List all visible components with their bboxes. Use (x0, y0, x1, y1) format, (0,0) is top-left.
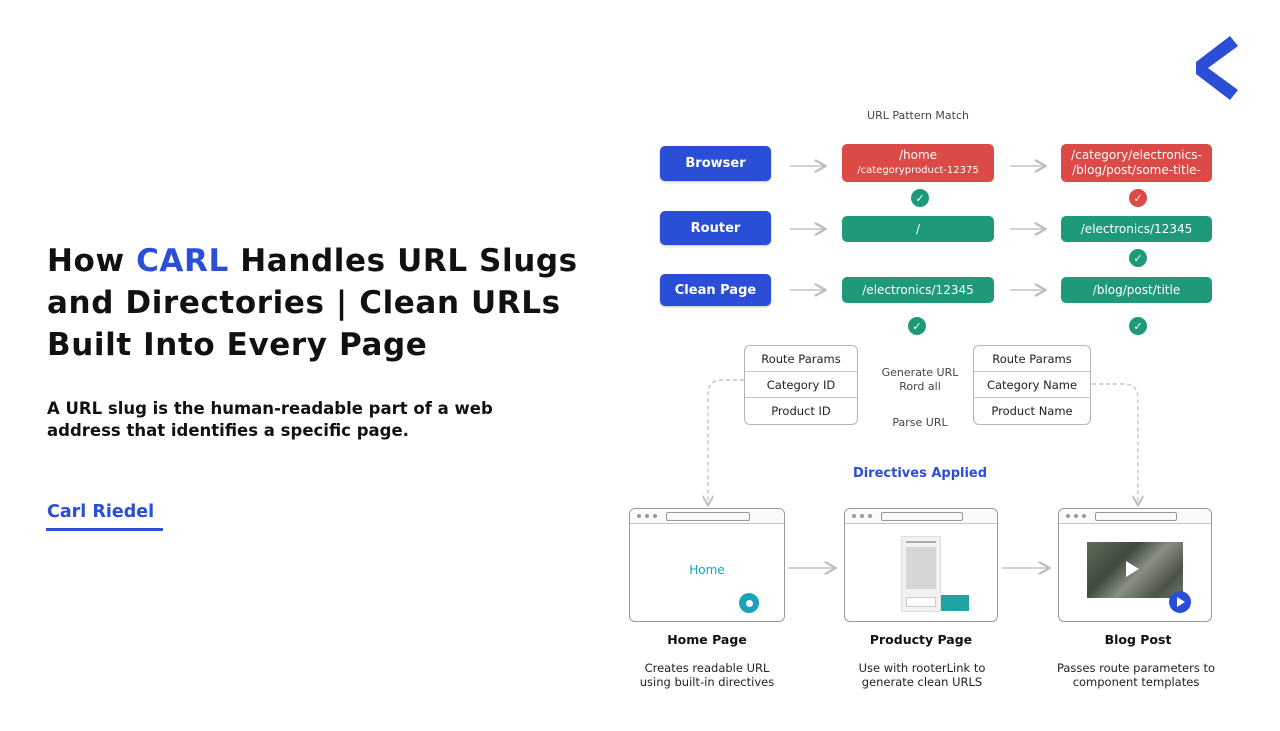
subtitle: A URL slug is the human-readable part of… (47, 399, 493, 440)
browser-node: Browser (660, 146, 771, 181)
page-title: How CARL Handles URL Slugs and Directori… (47, 243, 578, 363)
clean-page-node: Clean Page (660, 274, 771, 306)
record-icon (739, 593, 759, 613)
router-node: Router (660, 211, 771, 245)
table-row: Route Params (974, 346, 1090, 372)
home-page-title: Home Page (667, 632, 747, 647)
logo-chevron-icon (1196, 36, 1238, 100)
play-icon (1126, 561, 1139, 577)
cross-check-icon: ✓ (1129, 189, 1147, 207)
product-page-desc: Use with rooterLink to generate clean UR… (858, 661, 986, 689)
pattern-label: URL Pattern Match (867, 109, 969, 122)
product-preview (901, 536, 941, 612)
brand-name: CARL (136, 243, 229, 279)
play-button-icon (1169, 591, 1191, 613)
blog-post-title: Blog Post (1104, 632, 1172, 647)
home-page-window: Home (629, 508, 785, 622)
browser-right-node: /category/electronics- /blog/post/some-t… (1061, 144, 1212, 182)
table-row: Product ID (771, 403, 831, 418)
table-row: Product Name (991, 403, 1073, 418)
left-params-table: Route Params Category ID Product ID (744, 345, 858, 425)
blog-post-window (1058, 508, 1212, 622)
table-row: Category Name (974, 372, 1090, 398)
table-row: Route Params (745, 346, 857, 372)
check-icon: ✓ (911, 189, 929, 207)
directives-label: Directives Applied (852, 466, 988, 481)
product-action-block (941, 595, 969, 611)
home-page-desc: Creates readable URL using built-in dire… (639, 661, 775, 689)
router-right-node: /electronics/12345 (1061, 216, 1212, 242)
home-window-text: Home (689, 563, 725, 577)
router-middle-node: / (842, 216, 994, 242)
check-icon: ✓ (1129, 249, 1147, 267)
clean-page-right-node: /blog/post/title (1061, 277, 1212, 303)
table-row: Category ID (745, 372, 857, 398)
product-page-window (844, 508, 998, 622)
blog-post-desc: Passes route parameters to component tem… (1056, 661, 1216, 689)
author-underline (46, 528, 163, 531)
generate-url-label: Generate URL Rord all (881, 366, 959, 393)
check-icon: ✓ (908, 317, 926, 335)
clean-page-middle-node: /electronics/12345 (842, 277, 994, 303)
video-thumbnail (1087, 542, 1183, 598)
connector-arrows (600, 100, 1240, 640)
check-icon: ✓ (1129, 317, 1147, 335)
browser-middle-node: /home /categoryproduct-12375 (842, 144, 994, 182)
right-params-table: Route Params Category Name Product Name (973, 345, 1091, 425)
author-link[interactable]: Carl Riedel (47, 502, 155, 522)
parse-url-label: Parse URL (892, 416, 948, 429)
product-page-title: Producty Page (869, 632, 973, 647)
